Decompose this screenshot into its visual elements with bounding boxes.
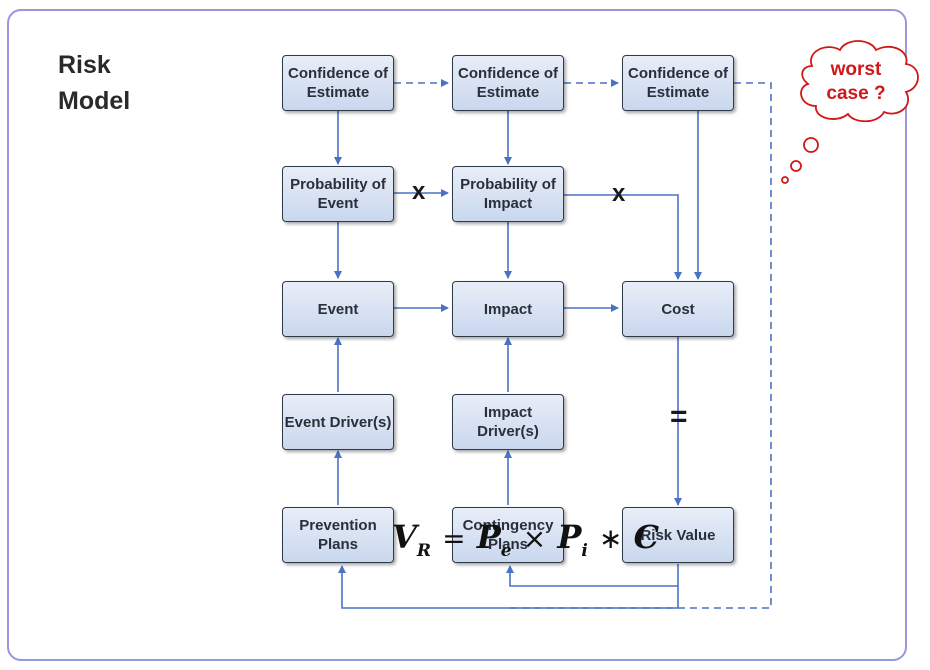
formula-star: ∗ <box>599 522 623 555</box>
arrow-probimpact-cost <box>564 194 682 280</box>
formula-times: × <box>522 522 547 555</box>
dashed-worst-case-loop <box>510 82 772 609</box>
cloud-bubble-large <box>803 137 819 153</box>
worst-case-line-1: worst <box>830 59 882 80</box>
node-probability-of-impact: Probability of Impact <box>452 166 564 222</box>
formula-equals: = <box>442 522 466 555</box>
node-contingency-plans: Contingency Plans <box>452 507 564 563</box>
formula-v-subscript: R <box>416 541 431 561</box>
formula-pi-subscript: i <box>581 541 588 561</box>
node-probability-of-event: Probability of Event <box>282 166 394 222</box>
node-prevention-plans: Prevention Plans <box>282 507 394 563</box>
node-confidence-2: Confidence of Estimate <box>452 55 564 111</box>
formula-c: C <box>633 518 660 556</box>
formula-pe-subscript: e <box>500 541 512 561</box>
diagram-title: Risk Model <box>58 47 178 119</box>
cloud-bubble-medium <box>790 160 802 172</box>
formula-pe: P <box>476 518 501 556</box>
cloud-bubble-small <box>781 176 789 184</box>
node-event-drivers: Event Driver(s) <box>282 394 394 450</box>
formula-v: V <box>392 518 417 556</box>
cloud-shape <box>800 40 919 123</box>
node-impact-drivers: Impact Driver(s) <box>452 394 564 450</box>
node-confidence-3: Confidence of Estimate <box>622 55 734 111</box>
node-event: Event <box>282 281 394 337</box>
multiply-operator-2: x <box>612 180 626 207</box>
multiply-operator-1: x <box>412 178 426 205</box>
equals-operator: = <box>670 400 688 433</box>
worst-case-label: worst case ? <box>808 58 904 106</box>
node-risk-value: Risk Value <box>622 507 734 563</box>
risk-value-formula: VR = Pe × Pi ∗ C <box>392 518 659 568</box>
title-line-1: Risk <box>58 51 111 79</box>
title-line-2: Model <box>58 87 131 115</box>
node-confidence-1: Confidence of Estimate <box>282 55 394 111</box>
formula-pi: P <box>557 518 582 556</box>
node-cost: Cost <box>622 281 734 337</box>
arrow-riskvalue-feedback-contingency <box>506 565 678 587</box>
worst-case-line-2: case ? <box>826 83 886 104</box>
node-impact: Impact <box>452 281 564 337</box>
